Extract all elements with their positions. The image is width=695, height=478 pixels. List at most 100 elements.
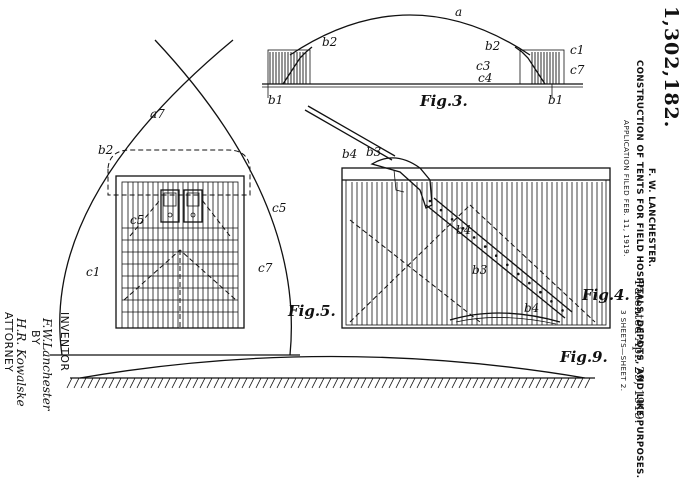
caption-fig5: Fig.5.	[287, 302, 336, 320]
figure-captions: Fig.3. Fig.4. Fig.5. Fig.9.	[287, 92, 630, 366]
stud-mark	[528, 281, 531, 285]
drawing-line	[493, 377, 500, 389]
drawing-line	[115, 377, 122, 389]
label-b1-right: b1	[548, 93, 563, 107]
stud-mark	[472, 236, 476, 239]
drawing-line	[416, 377, 423, 389]
drawing-line	[563, 377, 570, 389]
drawing-line	[220, 377, 227, 389]
label-b3-fig4-top: b3	[366, 145, 382, 159]
drawing-line	[465, 377, 472, 389]
label-b4-fig4-mid: b4	[456, 223, 471, 237]
stud-mark	[517, 272, 520, 276]
stud-mark	[461, 227, 465, 230]
drawing-line	[584, 377, 591, 389]
drawing-line	[157, 377, 164, 389]
drawing-line	[94, 377, 101, 389]
stud-mark	[439, 208, 443, 212]
label-b1-left: b1	[268, 93, 283, 107]
drawing-line	[367, 377, 374, 389]
application-date: APPLICATION FILED FEB. 11, 1919.	[622, 120, 631, 257]
label-c5-right: c5	[272, 201, 286, 215]
drawing-line	[304, 377, 311, 389]
label-c5-left: c5	[130, 213, 144, 227]
patent-number: 1,302,182.	[660, 6, 682, 129]
figure-9	[66, 355, 595, 389]
drawing-line	[458, 377, 465, 389]
drawing-line	[73, 377, 80, 389]
label-c7-fig3: c7	[570, 63, 585, 77]
drawing-line	[451, 377, 458, 389]
drawing-line	[150, 377, 157, 389]
drawing-line	[87, 377, 94, 389]
drawing-line	[171, 377, 178, 389]
drawing-line	[80, 377, 87, 389]
drawing-line	[395, 377, 402, 389]
drawing-line	[353, 377, 360, 389]
drawing-line	[528, 377, 535, 389]
drawing-line	[521, 377, 528, 389]
patented-date: Patented Apr. 29, 1919.	[632, 280, 646, 424]
drawing-line	[122, 377, 129, 389]
caption-fig9: Fig.9.	[559, 348, 608, 366]
drawing-line	[486, 377, 493, 389]
drawing-line	[388, 377, 395, 389]
drawing-line	[213, 377, 220, 389]
inventor-signature: F.W.Lanchester	[40, 318, 54, 411]
drawing-line	[262, 377, 269, 389]
drawing-line	[192, 377, 199, 389]
drawing-line	[276, 377, 283, 389]
figure-3	[262, 14, 583, 98]
drawing-line	[143, 377, 150, 389]
attorney-label: ATTORNEY	[2, 312, 14, 373]
drawing-line	[108, 377, 115, 389]
drawing-line	[129, 377, 136, 389]
stud-mark	[428, 199, 432, 203]
drawing-line	[472, 377, 479, 389]
stud-mark	[539, 290, 542, 294]
figure-4	[304, 105, 611, 329]
drawing-line	[199, 377, 206, 389]
figure-5	[50, 39, 300, 356]
label-c1-fig3: c1	[570, 43, 584, 57]
drawing-line	[206, 377, 213, 389]
drawing-line	[542, 377, 549, 389]
drawing-line	[178, 377, 185, 389]
drawing-line	[444, 377, 451, 389]
drawing-line	[514, 377, 521, 389]
label-b2-fig3-left: b2	[322, 35, 337, 49]
label-b4-fig4-top: b4	[342, 147, 357, 161]
drawing-line	[332, 377, 339, 389]
drawing-line	[164, 377, 171, 389]
drawing-line	[535, 377, 542, 389]
attorney-signature: H.R. Kowalske	[14, 318, 28, 407]
inventor-label: INVENTOR	[58, 312, 70, 372]
label-c7-fig5: c7	[258, 261, 273, 275]
drawing-line	[241, 377, 248, 389]
label-c3-fig3: c3	[476, 59, 491, 73]
drawing-line	[577, 377, 584, 389]
stud-mark	[483, 245, 487, 248]
drawing-line	[500, 377, 507, 389]
stud-mark	[450, 217, 454, 221]
drawing-line	[381, 377, 388, 389]
label-a7: a7	[150, 107, 165, 121]
label-b3-fig4-mid: b3	[472, 263, 488, 277]
drawing-line	[437, 377, 444, 389]
drawing-line	[318, 377, 325, 389]
drawing-line	[423, 377, 430, 389]
drawing-line	[101, 377, 108, 389]
drawing-line	[227, 377, 234, 389]
drawing-line	[269, 377, 276, 389]
drawing-line	[374, 377, 381, 389]
caption-fig3: Fig.3.	[419, 92, 468, 110]
drawing-line	[290, 377, 297, 389]
inventor-name: F. W. LANCHESTER.	[646, 168, 656, 268]
label-b2-fig3-right: b2	[485, 39, 500, 53]
drawing-line	[234, 377, 241, 389]
drawing-line	[402, 377, 409, 389]
drawing-line	[479, 377, 486, 389]
drawing-line	[311, 377, 318, 389]
stud-mark	[550, 300, 553, 303]
drawing-line	[325, 377, 332, 389]
